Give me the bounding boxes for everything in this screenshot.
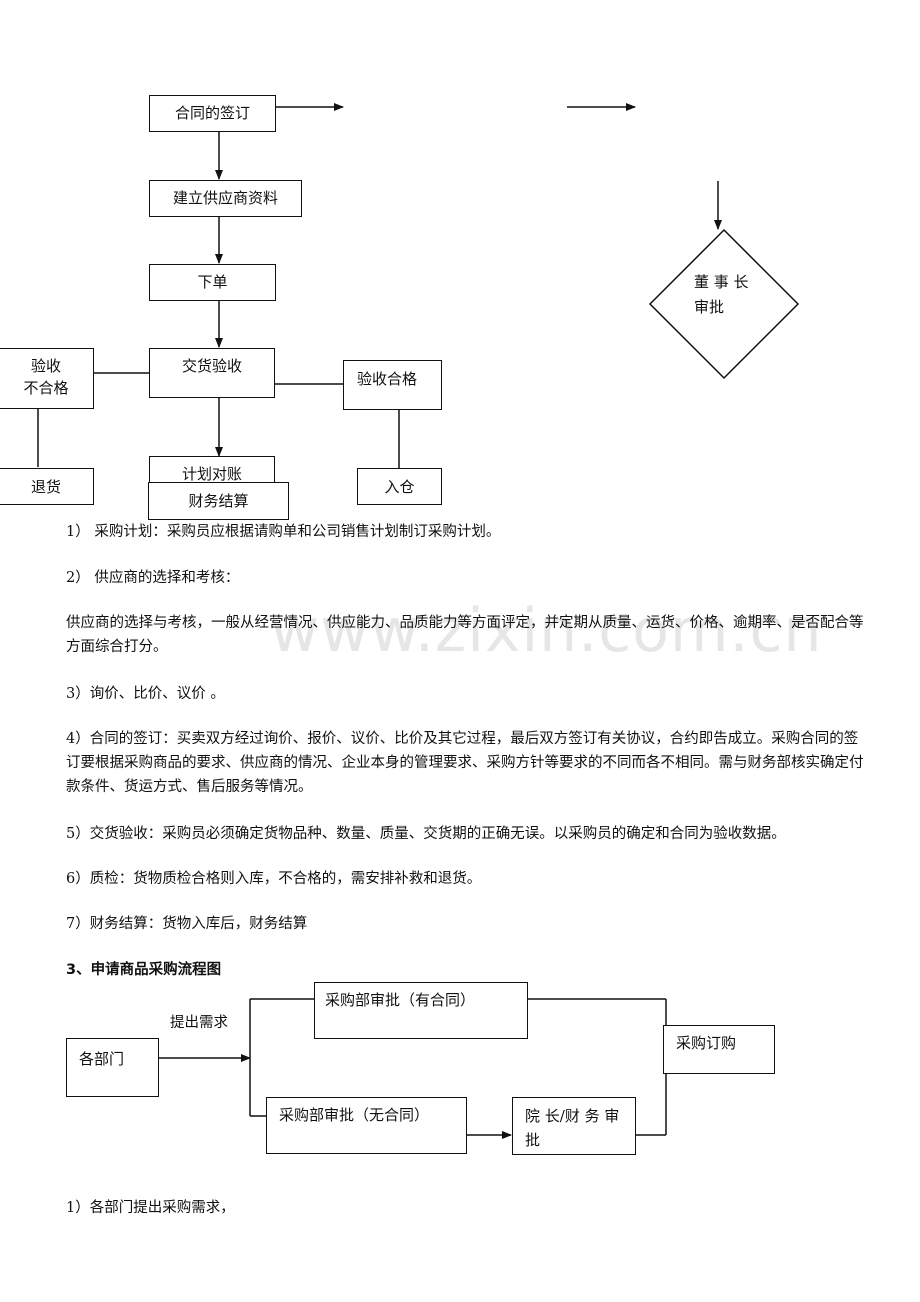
dean-approval-box: 院 长/财 务 审 批 <box>512 1097 636 1155</box>
order-label: 下单 <box>197 273 228 291</box>
section3-heading: 3、申请商品采购流程图 <box>66 962 222 978</box>
dean-line2: 批 <box>525 1131 541 1149</box>
chairman-line1: 董 事 长 <box>694 273 749 291</box>
reject-box: 验收 不合格 <box>0 348 94 409</box>
paragraph-7: 6）质检：货物质检合格则入库，不合格的，需安排补救和退货。 <box>66 871 482 887</box>
finance-settle-box: 财务结算 <box>148 482 289 520</box>
return-goods-box: 退货 <box>0 468 94 505</box>
delivery-check-label: 交货验收 <box>181 357 242 375</box>
order-box: 下单 <box>149 264 276 301</box>
reject-line2: 不合格 <box>23 379 69 397</box>
reject-line1: 验收 <box>30 357 61 375</box>
dean-line1: 院 长/财 务 审 <box>525 1107 620 1125</box>
paragraph-6: 5）交货验收：采购员必须确定货物品种、数量、质量、交货期的正确无误。以采购员的确… <box>66 826 786 842</box>
departments-label: 各部门 <box>79 1050 125 1068</box>
pass-check-label: 验收合格 <box>357 370 418 388</box>
supplier-info-label: 建立供应商资料 <box>172 189 278 207</box>
chairman-diamond <box>648 228 800 380</box>
contract-label: 合同的签订 <box>174 104 250 122</box>
paragraph-8: 7）财务结算：货物入库后，财务结算 <box>66 916 308 932</box>
paragraph-4: 3）询价、比价、议价 。 <box>66 686 225 702</box>
finance-settle-label: 财务结算 <box>188 492 249 510</box>
supplier-info-box: 建立供应商资料 <box>149 180 302 217</box>
contract-box: 合同的签订 <box>149 95 276 132</box>
approve-without-contract-box: 采购部审批（无合同） <box>266 1097 467 1154</box>
approve-with-contract-label: 采购部审批（有合同） <box>325 991 476 1009</box>
paragraph-3: 供应商的选择与考核，一般从经营情况、供应能力、品质能力等方面评定，并定期从质量、… <box>66 615 864 655</box>
approve-with-contract-box: 采购部审批（有合同） <box>314 982 528 1039</box>
purchase-order-label: 采购订购 <box>676 1034 737 1052</box>
pass-check-box: 验收合格 <box>343 360 442 410</box>
delivery-check-box: 交货验收 <box>149 348 275 398</box>
chairman-text: 董 事 长 审批 <box>694 270 749 320</box>
paragraph-2: 2） 供应商的选择和考核： <box>66 570 240 586</box>
approve-without-contract-label: 采购部审批（无合同） <box>279 1106 430 1124</box>
purchase-order-box: 采购订购 <box>663 1025 775 1074</box>
paragraph-1: 1） 采购计划：采购员应根据请购单和公司销售计划制订采购计划。 <box>66 524 501 540</box>
reconcile-label: 计划对账 <box>181 465 242 483</box>
warehouse-box: 入仓 <box>357 468 442 505</box>
chairman-line2: 审批 <box>694 298 725 316</box>
paragraph-5: 4）合同的签订：买卖双方经过询价、报价、议价、比价及其它过程，最后双方签订有关协… <box>66 731 864 795</box>
return-goods-label: 退货 <box>30 478 61 496</box>
warehouse-label: 入仓 <box>384 478 415 496</box>
footer-paragraph: 1）各部门提出采购需求， <box>66 1200 235 1216</box>
departments-box: 各部门 <box>66 1038 159 1097</box>
request-label: 提出需求 <box>170 1015 228 1031</box>
